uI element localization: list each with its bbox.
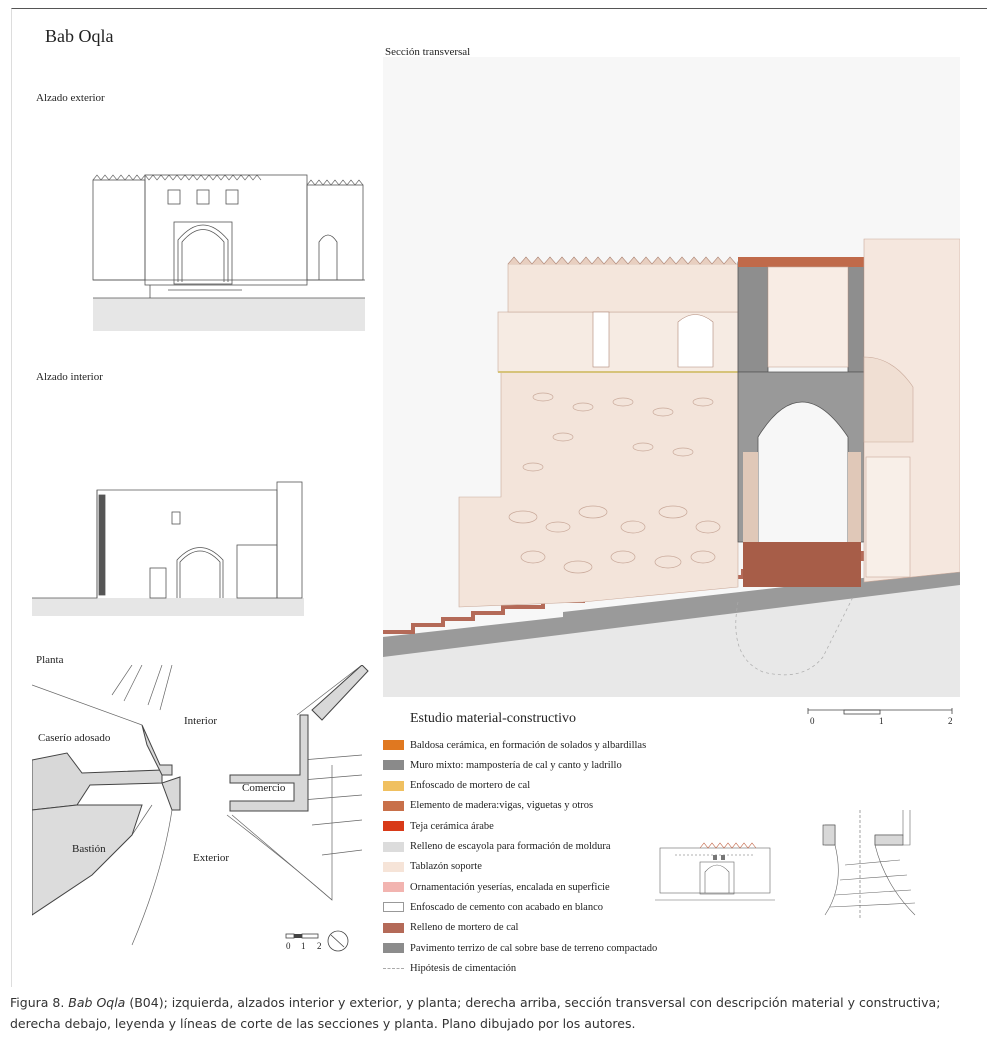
plan-scale-bar [285,930,349,952]
legend-swatch [383,760,404,771]
legend-swatch [383,882,404,893]
legend-item: Ornamentación yeserías, encalada en supe… [383,879,610,895]
legend-label: Hipótesis de cimentación [410,962,517,974]
label-planta: Planta [36,654,64,666]
legend-item: Tablazón soporte [383,859,482,875]
plan-scale-0: 0 [286,941,291,951]
legend-swatch [383,821,404,832]
legend-title: Estudio material-constructivo [410,711,577,726]
legend-item: Muro mixto: mampostería de cal y canto y… [383,757,622,773]
legend-item: Enfoscado de mortero de cal [383,778,530,794]
legend-label: Relleno de mortero de cal [410,922,519,934]
plan-scale-2: 2 [317,941,322,951]
label-alzado-interior: Alzado interior [36,371,103,383]
legend-label: Tablazón soporte [410,861,482,873]
floor-plan-drawing [32,665,369,946]
legend-swatch [383,841,404,852]
cross-section-drawing [383,57,960,697]
interior-elevation-drawing [32,481,304,616]
legend-swatch [383,780,404,791]
caption-text: (B04); izquierda, alzados interior y ext… [10,995,941,1031]
legend-item: Pavimento terrizo de cal sobre base de t… [383,940,657,956]
legend-swatch [383,800,404,811]
legend-label: Elemento de madera:vigas, viguetas y otr… [410,800,594,812]
legend-swatch [383,861,404,872]
legend-item: Hipótesis de cimentación [383,960,516,976]
section-scale-0: 0 [810,716,815,726]
key-elevation-drawing [655,842,775,901]
section-scale-2: 2 [948,716,953,726]
legend-swatch [383,968,404,970]
plate-title: Bab Oqla [45,26,114,46]
key-section-drawing [822,810,916,920]
plan-label-bastion: Bastión [72,843,106,855]
plan-label-caserio: Caserío adosado [38,732,111,744]
legend-item: Enfoscado de cemento con acabado en blan… [383,899,603,915]
legend-swatch [383,902,404,913]
legend-item: Relleno de escayola para formación de mo… [383,839,611,855]
legend-label: Teja cerámica árabe [410,820,494,832]
legend-label: Enfoscado de mortero de cal [410,780,531,792]
section-scale-1: 1 [879,716,884,726]
legend-label: Ornamentación yeserías, encalada en supe… [410,881,610,893]
plan-label-interior: Interior [184,715,217,727]
label-seccion: Sección transversal [385,46,471,58]
label-alzado-exterior: Alzado exterior [36,92,105,104]
legend-label: Relleno de escayola para formación de mo… [410,841,611,852]
section-scale-bar [807,708,953,715]
legend-label: Baldosa cerámica, en formación de solado… [410,739,647,751]
caption-prefix: Figura 8. [10,995,69,1010]
legend-swatch [383,922,404,933]
legend-item: Relleno de mortero de cal [383,920,518,936]
plan-label-exterior: Exterior [193,852,230,864]
legend-item: Teja cerámica árabe [383,818,494,834]
plate-frame [11,8,987,987]
caption-italic: Bab Oqla [68,995,126,1010]
legend-swatch [383,740,404,750]
plan-scale-1: 1 [301,941,306,951]
figure-caption: Figura 8. Bab Oqla (B04); izquierda, alz… [10,992,990,1034]
legend-item: Elemento de madera:vigas, viguetas y otr… [383,798,593,814]
legend-label: Pavimento terrizo de cal sobre base de t… [410,942,658,954]
legend-swatch [383,943,404,953]
legend-label: Enfoscado de cemento con acabado en blan… [410,901,603,913]
exterior-elevation-drawing [92,174,365,331]
legend-item: Baldosa cerámica, en formación de solado… [383,737,646,753]
legend-label: Muro mixto: mampostería de cal y canto y… [410,759,622,771]
plan-label-comercio: Comercio [242,782,286,794]
